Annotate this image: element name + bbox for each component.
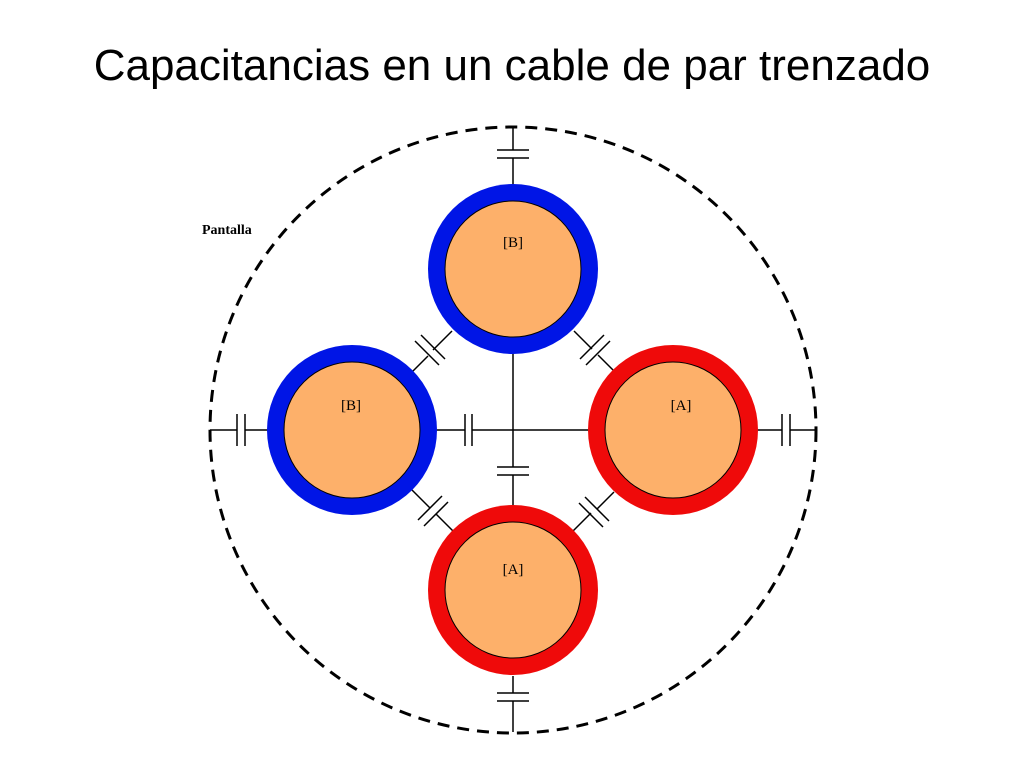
page-title: Capacitancias en un cable de par trenzad…	[93, 41, 931, 90]
capacitor-left-shield	[210, 414, 268, 446]
conductor-bottom-core	[444, 521, 582, 659]
conductor-top-core	[444, 200, 582, 338]
conductor-left-label: [B]	[341, 398, 361, 414]
conductor-right: [A]	[588, 345, 758, 515]
conductor-bottom-label: [A]	[503, 562, 524, 578]
capacitor-center-bottom	[497, 466, 529, 476]
conductor-left: [B]	[267, 345, 437, 515]
shield-label: Pantalla	[202, 223, 252, 238]
conductor-bottom: [A]	[428, 505, 598, 675]
conductor-top-label: [B]	[503, 235, 523, 251]
conductor-left-core	[283, 361, 421, 499]
conductor-right-label: [A]	[671, 398, 692, 414]
capacitor-bottom-left-pair	[411, 489, 454, 532]
capacitor-top-right-pair	[573, 330, 614, 371]
capacitor-center-left	[464, 414, 473, 446]
capacitor-bottom-shield	[497, 676, 529, 732]
capacitor-bottom-right-pair	[572, 491, 615, 532]
conductor-top: [B]	[428, 184, 598, 354]
capacitor-top-left-pair	[411, 330, 453, 373]
conductor-right-core	[604, 361, 742, 499]
capacitor-top-shield	[497, 128, 529, 185]
center-wiring	[435, 352, 590, 508]
capacitor-right-shield	[757, 414, 815, 446]
